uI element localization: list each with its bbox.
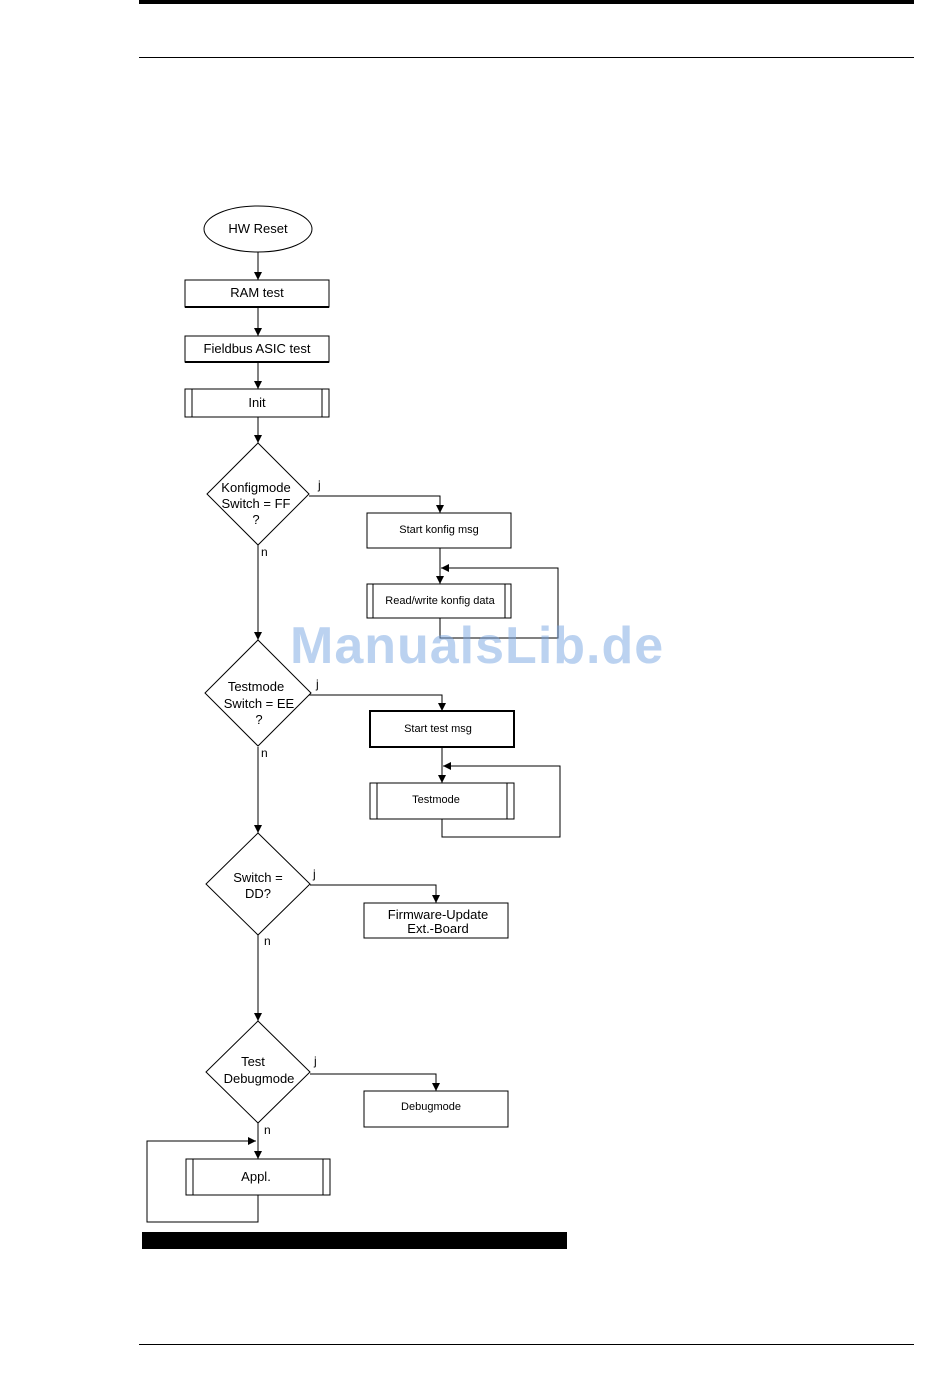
connector-line <box>310 1074 436 1091</box>
caption-bar <box>142 1232 567 1249</box>
watermark: ManualsLib.de <box>290 616 664 676</box>
switch-dd-line2: DD? <box>245 886 271 901</box>
footer-rule <box>139 1344 914 1345</box>
konfigmode-yes-label: j <box>317 478 321 492</box>
konfigmode-line3: ? <box>252 512 259 527</box>
switch-dd-line1: Switch = <box>233 870 283 885</box>
ram-test-label: RAM test <box>230 285 284 300</box>
start-konfig-msg-label: Start konfig msg <box>399 524 478 536</box>
appl-label: Appl. <box>241 1169 271 1184</box>
test-debugmode-line1: Test <box>241 1054 265 1069</box>
test-debugmode-no-label: n <box>264 1123 271 1137</box>
testmode-no-label: n <box>261 746 268 760</box>
konfigmode-line1: Konfigmode <box>221 480 290 495</box>
konfigmode-no-label: n <box>261 545 268 559</box>
connector-line <box>309 695 442 711</box>
firmware-update-line2: Ext.-Board <box>407 921 468 936</box>
testmode-yes-label: j <box>315 677 319 691</box>
hw-reset-label: HW Reset <box>228 221 288 236</box>
init-label: Init <box>248 395 266 410</box>
konfigmode-line2: Switch = FF <box>222 496 291 511</box>
testmode-decision-line3: ? <box>255 712 262 727</box>
switch-dd-yes-label: j <box>312 867 316 881</box>
fieldbus-asic-test-label: Fieldbus ASIC test <box>204 341 311 356</box>
connector-line <box>310 885 436 903</box>
test-debugmode-line2: Debugmode <box>224 1071 295 1086</box>
test-debugmode-yes-label: j <box>313 1054 317 1068</box>
firmware-update-line1: Firmware-Update <box>388 907 488 922</box>
testmode-label: Testmode <box>412 794 460 806</box>
start-test-msg-label: Start test msg <box>404 723 472 735</box>
testmode-decision-line1: Testmode <box>228 679 284 694</box>
testmode-decision-line2: Switch = EE <box>224 696 295 711</box>
read-write-konfig-label: Read/write konfig data <box>385 595 495 607</box>
switch-dd-no-label: n <box>264 934 271 948</box>
debugmode-label: Debugmode <box>401 1101 461 1113</box>
connector-line <box>309 496 440 513</box>
